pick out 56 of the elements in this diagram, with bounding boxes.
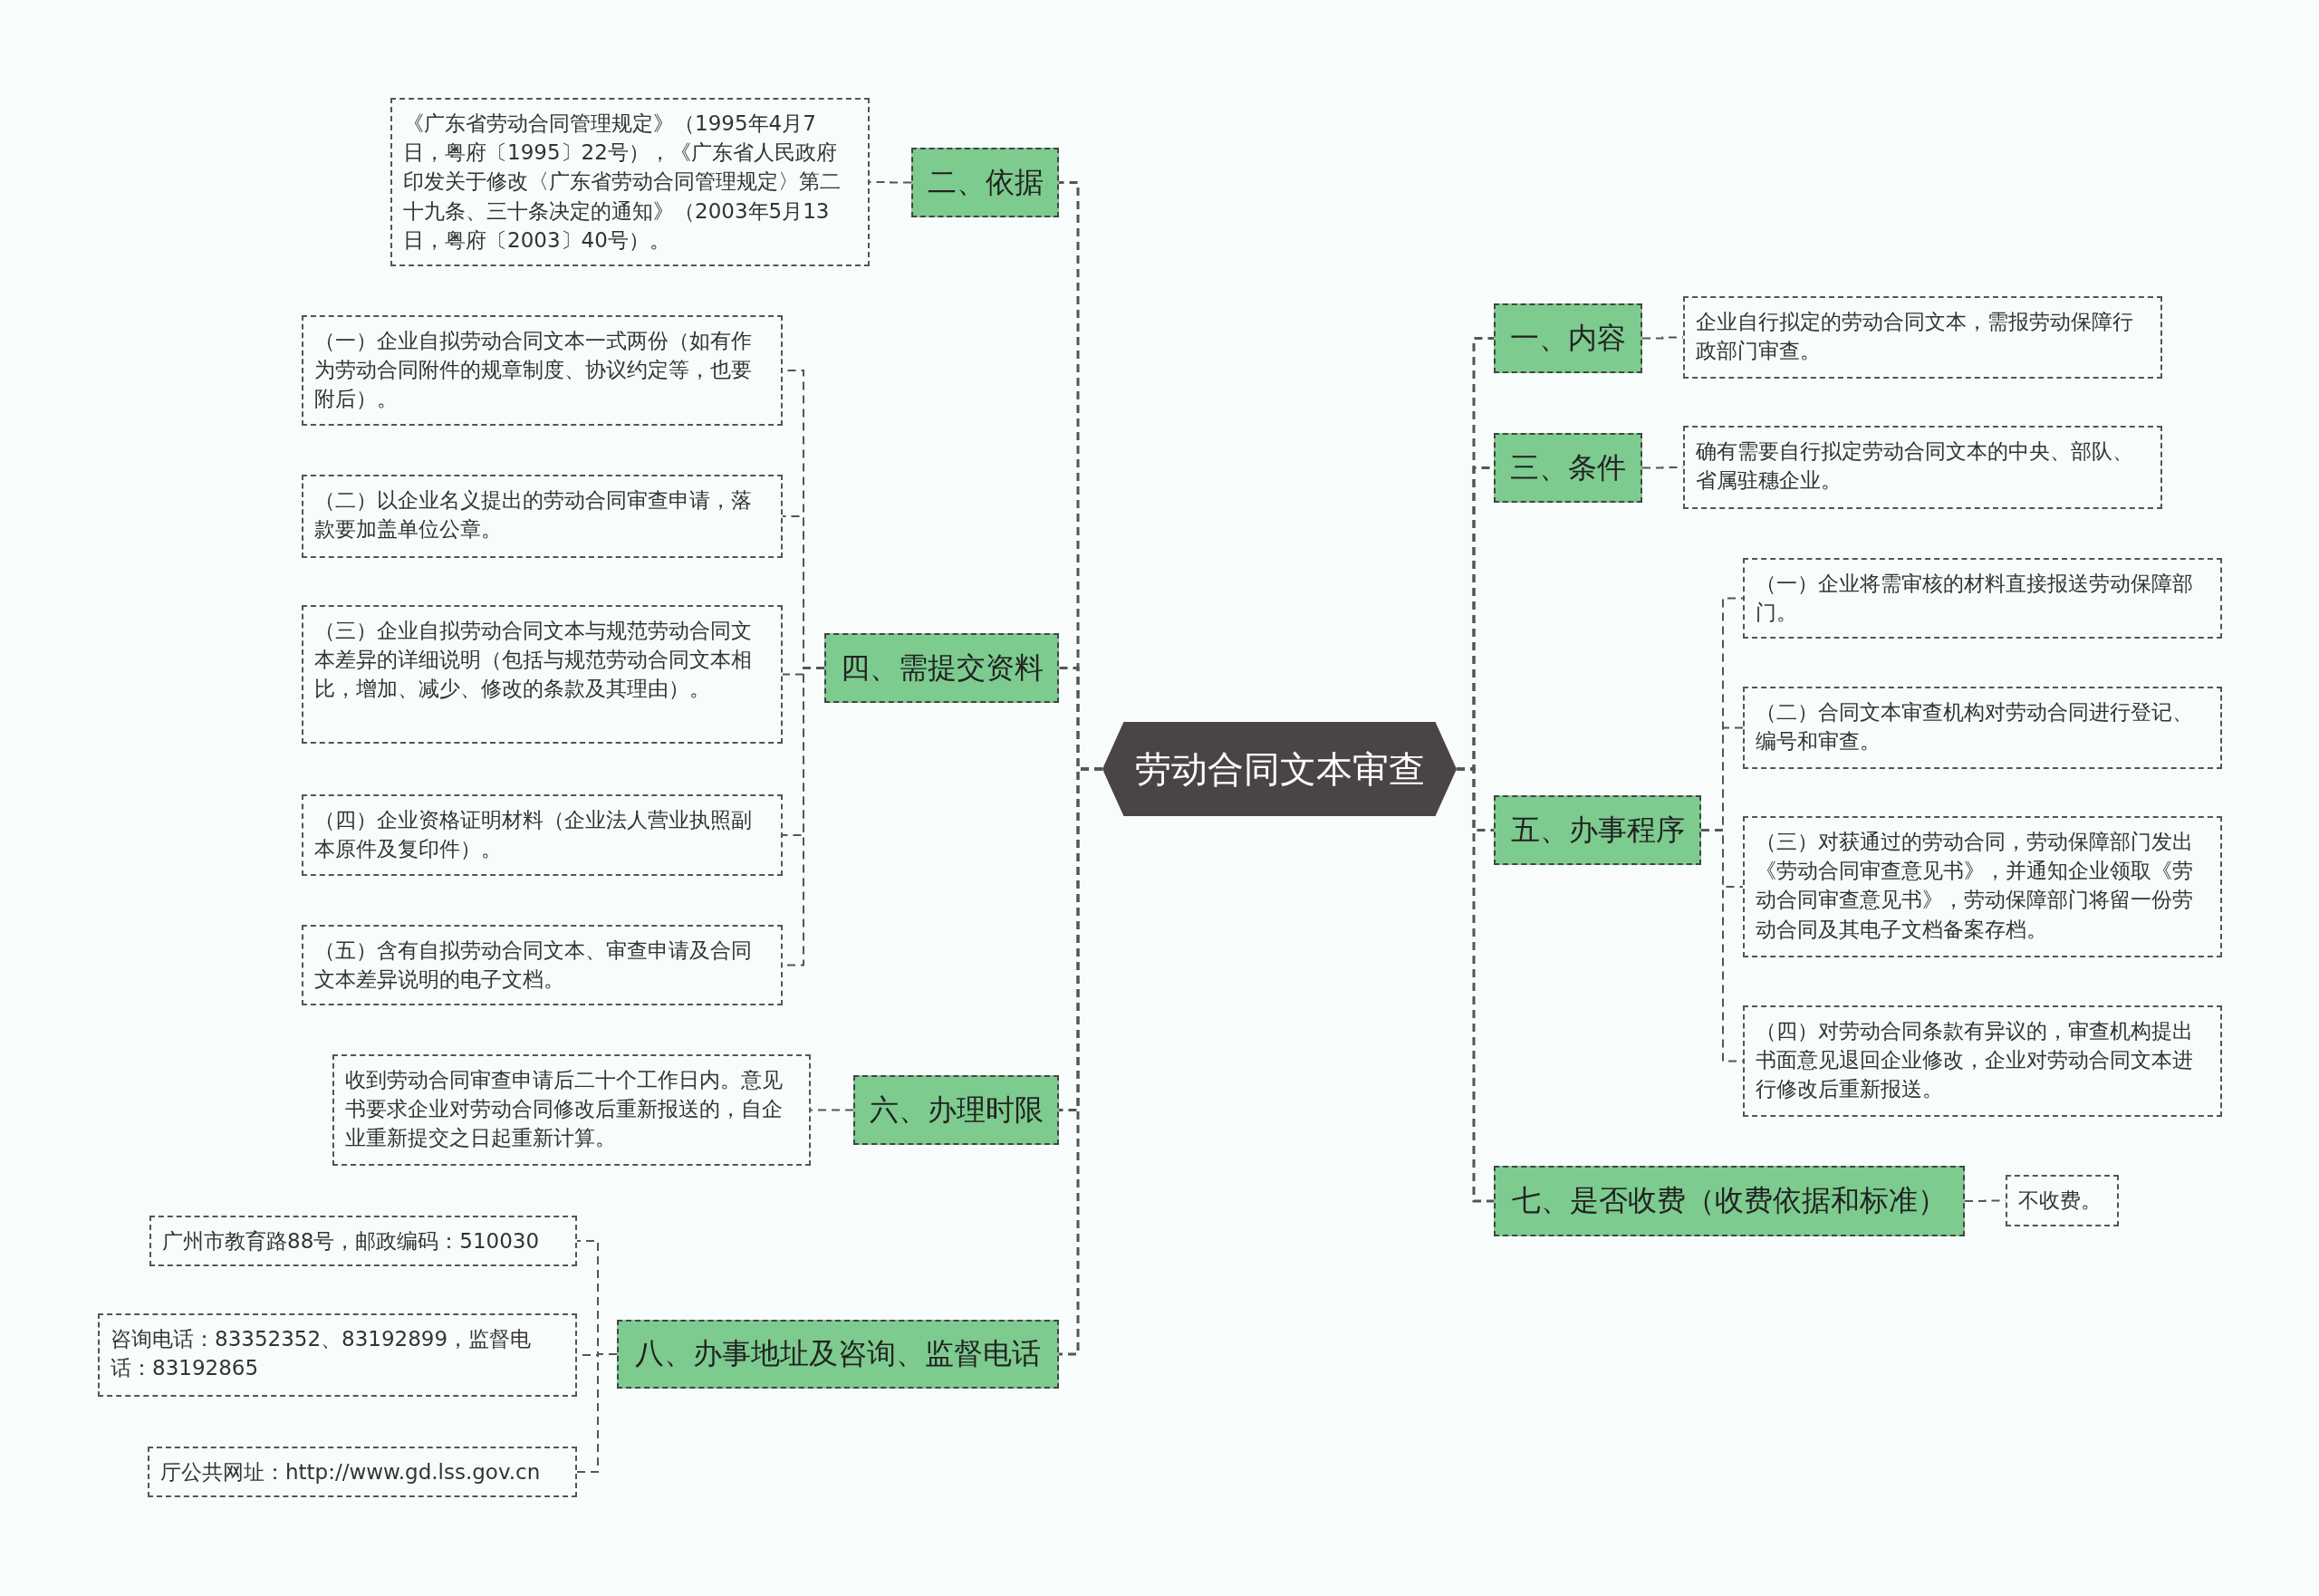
- topic-box: [911, 148, 1059, 217]
- note-text: 广州市教育路88号，邮政编码：510030: [162, 1229, 540, 1253]
- topic-text: 五、办事程序: [1510, 811, 1685, 849]
- note-box: [2006, 1175, 2119, 1226]
- note-box: [1743, 816, 2222, 957]
- connector-line: [1457, 767, 1494, 1203]
- note-text: 《广东省劳动合同管理规定》（1995年4月7日，粤府〔1995〕22号），《广东省人民政府印发关于修改〈广东省劳动合同管理规定〉第二十九条、三十条决定的通知》（2003年5月13日，粤府〔2003〕40号）。: [403, 111, 841, 252]
- note-box: [1743, 558, 2222, 639]
- topic-box: [824, 633, 1059, 703]
- note-text: 企业自行拟定的劳动合同文本，需报劳动保障行政部门审查。: [1696, 310, 2133, 363]
- central-topic-hexagon: [1102, 722, 1457, 816]
- note-box: [98, 1313, 577, 1397]
- connector-line: [576, 1353, 618, 1473]
- topic-text: 三、条件: [1510, 448, 1626, 486]
- note-text: （二）合同文本审查机构对劳动合同进行登记、编号和审查。: [1756, 700, 2193, 754]
- note-text: 厅公共网址：http://www.gd.lss.gov.cn: [160, 1460, 541, 1484]
- note-box: [302, 315, 783, 426]
- note-text: 收到劳动合同审查申请后二十个工作日内。意见书要求企业对劳动合同修改后重新报送的，自企业重新提交之日起重新计算。: [345, 1068, 783, 1150]
- note-box: [1683, 426, 2162, 509]
- topic-box: [853, 1075, 1059, 1145]
- topic-text: 二、依据: [927, 163, 1044, 201]
- note-text: （一）企业自拟劳动合同文本一式两份（如有作为劳动合同附件的规章制度、协议约定等，也要附后）。: [314, 329, 752, 411]
- note-text: （三）企业自拟劳动合同文本与规范劳动合同文本差异的详细说明（包括与规范劳动合同文本相比，增加、减少、修改的条款及其理由）。: [314, 619, 752, 701]
- note-box: [302, 794, 783, 876]
- topic-text: 七、是否收费（收费依据和标准）: [1512, 1182, 1947, 1219]
- note-text: （三）对获通过的劳动合同，劳动保障部门发出《劳动合同审查意见书》，并通知企业领取《劳动合同审查意见书》，劳动保障部门将留一份劳动合同及其电子文档备案存档。: [1756, 830, 2193, 941]
- note-text: 确有需要自行拟定劳动合同文本的中央、部队、省属驻穗企业。: [1696, 439, 2133, 493]
- note-text: （四）企业资格证明材料（企业法人营业执照副本原件及复印件）。: [314, 808, 752, 861]
- note-box: [302, 925, 783, 1005]
- note-box: [302, 475, 783, 558]
- topic-text: 六、办理时限: [869, 1091, 1044, 1129]
- note-box: [1743, 687, 2222, 769]
- connector-line: [810, 1109, 854, 1111]
- topic-box: [617, 1320, 1059, 1389]
- note-box: [390, 98, 870, 266]
- note-box: [332, 1054, 811, 1166]
- note-box: [1683, 296, 2162, 379]
- note-box: [1743, 1005, 2222, 1117]
- note-text: 不收费。: [2018, 1188, 2102, 1212]
- topic-box: [1494, 1166, 1965, 1236]
- note-text: 咨询电话：83352352、83192899，监督电话：83192865: [111, 1327, 532, 1380]
- topic-box: [1494, 303, 1642, 373]
- note-text: （四）对劳动合同条款有异议的，审查机构提出书面意见退回企业修改，企业对劳动合同文本进行修改后重新报送。: [1756, 1019, 2193, 1101]
- topic-text: 八、办事地址及咨询、监督电话: [635, 1335, 1041, 1372]
- note-box: [302, 605, 783, 744]
- connector-line: [1059, 767, 1102, 1356]
- topic-box: [1494, 433, 1642, 503]
- note-text: （二）以企业名义提出的劳动合同审查申请，落款要加盖单位公章。: [314, 488, 752, 542]
- note-text: （五）含有自拟劳动合同文本、审查申请及合同文本差异说明的电子文档。: [314, 938, 752, 992]
- note-text: （一）企业将需审核的材料直接报送劳动保障部门。: [1756, 572, 2193, 625]
- note-box: [148, 1447, 577, 1498]
- note-box: [149, 1216, 577, 1267]
- topic-box: [1494, 795, 1701, 865]
- topic-text: 一、内容: [1510, 319, 1626, 357]
- topic-text: 四、需提交资料: [840, 649, 1044, 687]
- topic-text: 劳动合同文本审查: [1134, 746, 1425, 792]
